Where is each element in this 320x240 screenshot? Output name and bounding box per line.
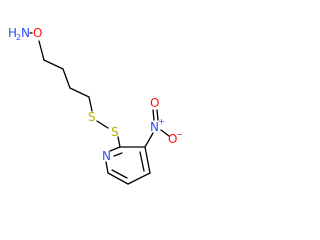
atom-ring-n: N	[102, 149, 111, 163]
bond-nitro-o-top	[152, 109, 155, 121]
bond-c1-c2	[43, 59, 64, 70]
ring-bond-c5-c6-inner	[111, 169, 128, 179]
ring-bond-n-c2-inner	[113, 152, 123, 157]
ring-bond-n-c2	[109, 146, 121, 152]
atom-nitro-o-charge: −	[176, 130, 183, 139]
atom-nitro-o-right: O	[168, 132, 177, 146]
atom-labels: H 2 N O S S N N + O O −	[8, 26, 183, 163]
bond-o-c1	[38, 40, 45, 61]
bond-nitro-o-right	[160, 129, 170, 137]
ring-bond-c3-c4-inner	[139, 151, 145, 172]
atom-nitro-o-top: O	[150, 96, 159, 110]
atom-h2n-h: H	[8, 26, 17, 40]
bond-ring-nitro	[144, 132, 154, 148]
ring-bond-c4-c5	[127, 172, 151, 185]
bond-nitro-o-top-double	[156, 109, 159, 121]
atom-h2n-sub: 2	[16, 33, 21, 42]
atom-nitro-n: N	[150, 120, 159, 134]
atom-s2: S	[111, 125, 119, 139]
bond-c2-c3	[62, 68, 71, 89]
bonds	[38, 40, 170, 185]
structure-canvas: H 2 N O S S N N + O O −	[8, 26, 183, 185]
bond-c4-s1	[88, 96, 93, 112]
bond-s1-s2	[96, 120, 109, 129]
bond-s2-ring	[117, 136, 121, 148]
ring-bond-c6-n	[105, 161, 109, 174]
molecule-structure: H 2 N O S S N N + O O −	[8, 26, 183, 185]
atom-h2n-n: N	[21, 26, 30, 40]
ring-bond-c5-c6	[107, 172, 129, 185]
atom-nitro-charge: +	[158, 117, 165, 126]
ring-bond-c3-c4	[144, 146, 151, 174]
atom-s1: S	[88, 110, 96, 124]
bond-c3-c4	[69, 87, 90, 98]
atom-o-aminoxy: O	[33, 26, 42, 40]
